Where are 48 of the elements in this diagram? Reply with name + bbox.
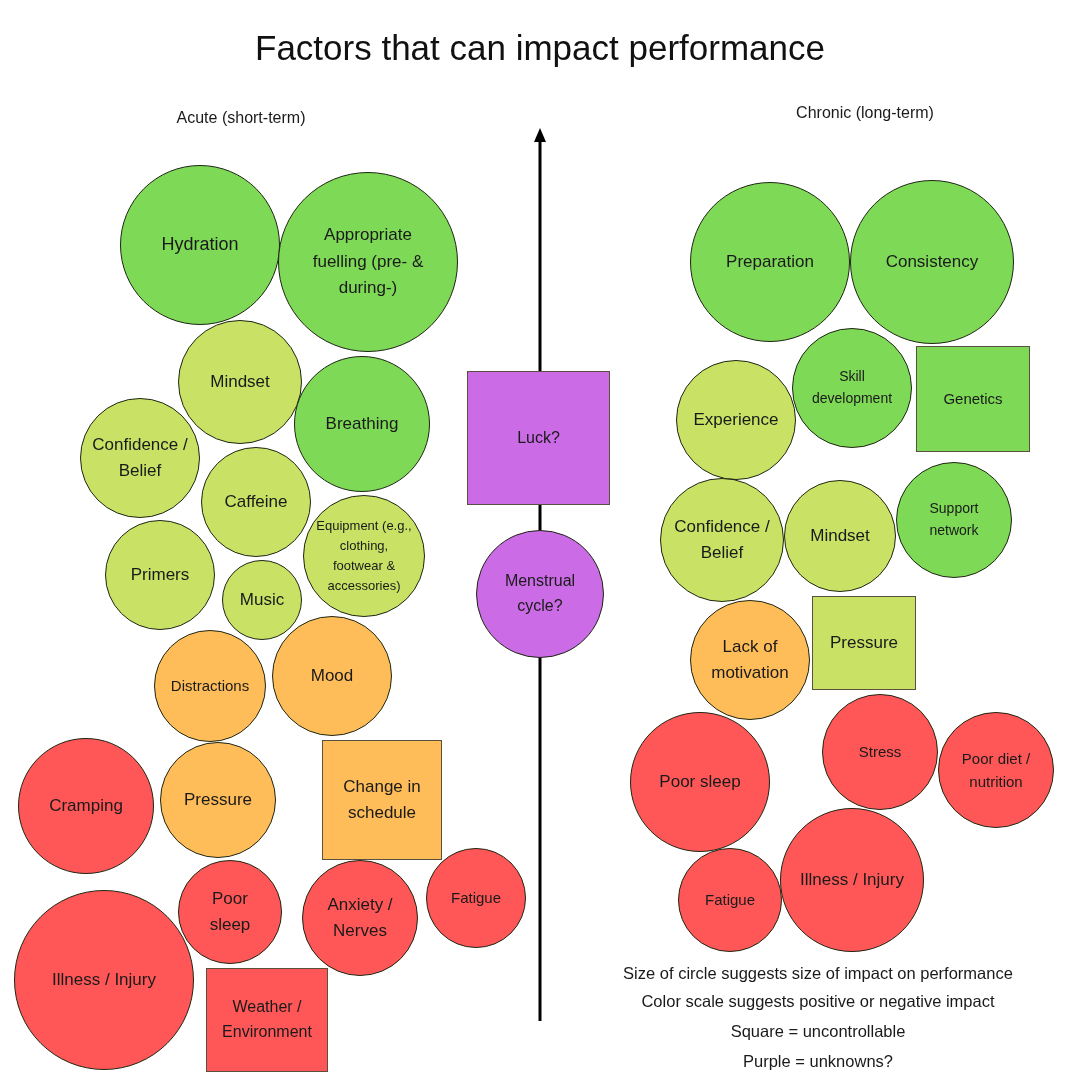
factor-label: Illness / Injury xyxy=(51,968,157,991)
factor-label: Pressure xyxy=(183,788,253,811)
factor-square xyxy=(467,371,610,505)
note-text: Size of circle suggests size of impact on performance xyxy=(623,963,1013,983)
factor-label: Genetics xyxy=(942,389,1004,410)
factor-label: Pressure xyxy=(829,631,899,654)
factor-label: Caffeine xyxy=(223,490,289,513)
factor-label: Poor diet / nutrition xyxy=(961,748,1031,792)
factor-label: Poor sleep xyxy=(658,770,742,793)
factor-label: Stress xyxy=(858,742,902,763)
factor-label: Experience xyxy=(692,408,780,431)
factor-label: Skill development xyxy=(811,367,893,408)
factor-label: Distractions xyxy=(170,676,250,697)
note-text: Square = uncontrollable xyxy=(730,1021,906,1041)
factor-label: Menstrual cycle? xyxy=(504,571,576,616)
factor-label: Primers xyxy=(130,563,190,586)
factor-label: Mindset xyxy=(209,370,271,393)
factor-label: Hydration xyxy=(160,233,240,257)
factor-label: Lack of motivation xyxy=(710,635,790,684)
title: Factors that can impact performance xyxy=(255,28,825,68)
column-heading: Chronic (long-term) xyxy=(796,104,934,122)
factor-label: Appropriate fuelling (pre- & during-) xyxy=(312,224,424,300)
factor-label: Preparation xyxy=(725,250,815,273)
factor-square xyxy=(322,740,442,860)
factor-label: Breathing xyxy=(325,412,399,435)
factor-square xyxy=(812,596,916,690)
factor-label: Mood xyxy=(310,664,354,687)
factor-label: Mindset xyxy=(809,524,871,547)
factor-label: Cramping xyxy=(48,794,124,817)
note-text: Purple = unknowns? xyxy=(743,1051,893,1071)
factor-label: Change in schedule xyxy=(342,775,422,824)
factor-label: Consistency xyxy=(885,250,979,273)
factor-label: Illness / Injury xyxy=(799,868,905,891)
factor-label: Poor sleep xyxy=(209,887,251,936)
factor-label: Music xyxy=(239,588,285,611)
factor-label: Support network xyxy=(928,499,980,540)
factor-label: Anxiety / Nerves xyxy=(326,893,394,942)
factor-label: Fatigue xyxy=(450,888,502,909)
column-heading: Acute (short-term) xyxy=(176,109,306,127)
factor-label: Fatigue xyxy=(704,890,756,911)
factor-label: Luck? xyxy=(516,427,561,448)
factor-label: Confidence / Belief xyxy=(673,515,771,564)
factor-label: Confidence / Belief xyxy=(91,433,189,482)
note-text: Color scale suggests positive or negative impact xyxy=(641,991,995,1011)
factor-square xyxy=(206,968,328,1072)
factor-square xyxy=(916,346,1030,452)
factor-label: Equipment (e.g., clothing, footwear & accessories) xyxy=(315,516,413,596)
factor-label: Weather / Environment xyxy=(221,997,313,1042)
